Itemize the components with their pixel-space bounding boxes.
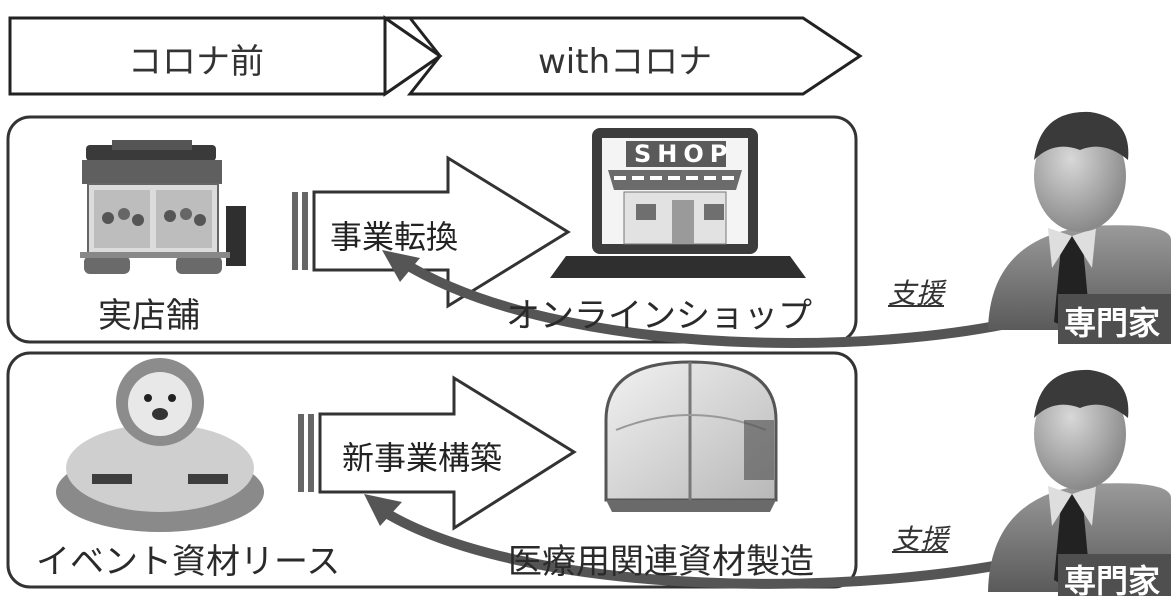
row2-support-arrow [375, 503, 1060, 589]
row2-transition-arrow [298, 375, 577, 531]
phase-with-label: withコロナ [538, 42, 713, 82]
row1-action-label: 事業転換 [330, 218, 459, 256]
medical-enclosure-icon [604, 360, 778, 512]
row2-from-label: イベント資材リース [36, 542, 341, 582]
expert-figure-2 [988, 369, 1171, 596]
phase-with-chevron [385, 16, 863, 96]
row2-expert-badge: 専門家 [1064, 562, 1161, 600]
row1-expert-badge: 専門家 [1064, 304, 1161, 342]
row2-action-label: 新事業構築 [342, 439, 503, 477]
phase-before-label: コロナ前 [128, 42, 264, 82]
row2-support-label: 支援 [892, 523, 949, 556]
laptop-shop-icon [550, 128, 806, 278]
row1-support-label: 支援 [888, 277, 945, 310]
expert-figure-1 [988, 111, 1171, 344]
row1-support-arrow [399, 257, 1064, 348]
shop-sign-label: SHOP [634, 140, 734, 168]
row1-transition-arrow [292, 155, 571, 309]
storefront-icon [80, 140, 246, 274]
inflatable-event-icon [56, 358, 264, 532]
row1-to-label: オンラインショップ [506, 296, 812, 336]
row2-to-label: 医療用関連資材製造 [508, 542, 814, 582]
row1-from-label: 実店舗 [98, 296, 200, 336]
